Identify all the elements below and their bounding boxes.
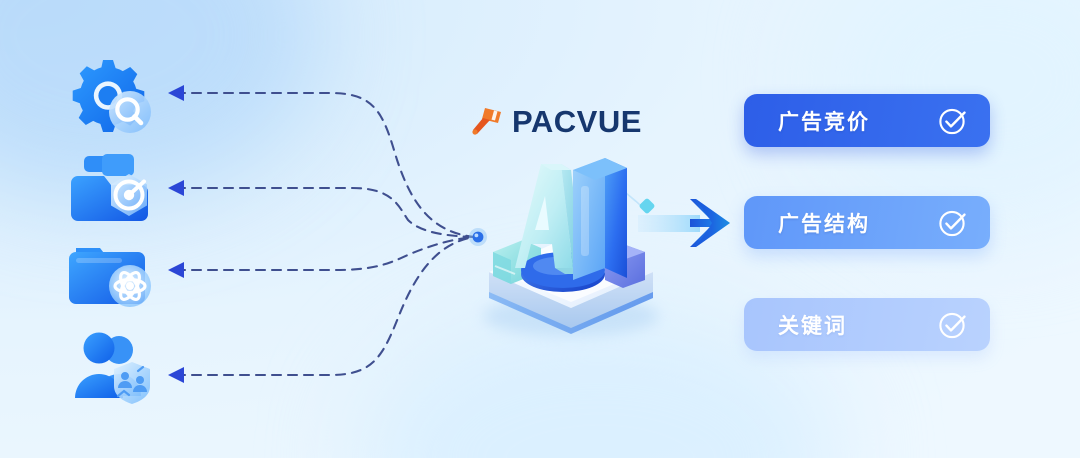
right-arrow-icon [638,199,730,247]
letter-i-3d [573,158,627,280]
output-card-1[interactable]: 广告结构 [744,196,990,249]
flow-right-arrow [638,193,742,253]
atom-overlay [109,265,151,307]
output-card-0[interactable]: 广告竞价 [744,94,990,147]
check-circle-icon [938,310,968,340]
input-icon-column [62,52,172,412]
users-group-icon [75,332,150,404]
group-badge-overlay [114,362,150,404]
check-circle-icon [938,106,968,136]
pacvue-logo-mark-icon [470,106,504,136]
input-item-3[interactable] [62,324,166,416]
output-card-label: 关键词 [778,314,847,338]
magnifier-overlay [109,91,151,133]
check-circle-icon [938,208,968,238]
output-card-2[interactable]: 关键词 [744,298,990,351]
target-overlay [111,174,147,216]
brand-name: PACVUE [512,103,642,139]
brand-logo: PACVUE [470,100,650,142]
ai-3d-illustration [455,140,685,340]
input-item-0[interactable] [62,52,166,144]
folder-atom-icon [69,248,151,307]
gear-search-icon [72,60,151,133]
output-card-label: 广告结构 [778,212,870,236]
input-item-1[interactable] [62,142,166,234]
output-card-list: 广告竞价 广告结构 关键词 [744,94,992,352]
output-card-label: 广告竞价 [778,110,870,134]
folder-target-icon [71,154,148,221]
input-item-2[interactable] [62,228,166,320]
